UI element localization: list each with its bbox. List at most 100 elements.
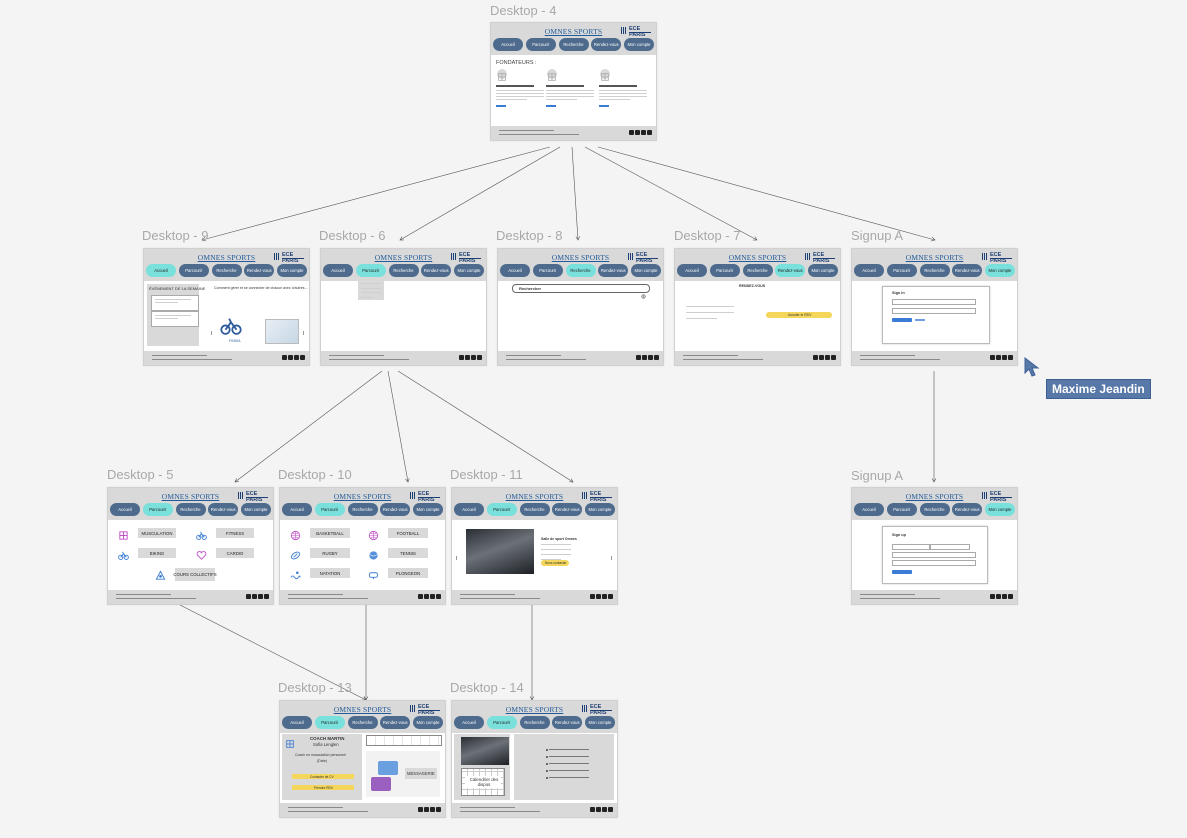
facebook-icon[interactable] bbox=[590, 594, 595, 599]
twitter-icon[interactable] bbox=[602, 807, 607, 812]
twitter-icon[interactable] bbox=[641, 130, 646, 135]
frame-title[interactable]: Desktop - 9 bbox=[142, 228, 209, 243]
facebook-icon[interactable] bbox=[459, 355, 464, 360]
site-brand[interactable]: OMNES SPORTS bbox=[505, 705, 564, 714]
frame-title[interactable]: Desktop - 4 bbox=[490, 3, 557, 18]
nav-button[interactable]: Rendez-vous bbox=[775, 264, 806, 277]
nav-button[interactable]: Recherche bbox=[919, 503, 950, 516]
sport-button[interactable]: PLONGEON bbox=[388, 568, 428, 578]
facebook-icon[interactable] bbox=[246, 594, 251, 599]
nav-button[interactable]: Accueil bbox=[146, 264, 176, 277]
instagram-icon[interactable] bbox=[996, 594, 1001, 599]
instagram-icon[interactable] bbox=[465, 355, 470, 360]
category-button[interactable]: FITNESS bbox=[216, 528, 254, 538]
twitter-icon[interactable] bbox=[430, 594, 435, 599]
firstname-field[interactable] bbox=[892, 544, 930, 550]
nav-button[interactable]: Recherche bbox=[742, 264, 773, 277]
facebook-icon[interactable] bbox=[282, 355, 287, 360]
site-brand[interactable]: OMNES SPORTS bbox=[728, 253, 787, 262]
nav-button[interactable]: Mon compte bbox=[585, 716, 615, 729]
category-button[interactable]: BIKING bbox=[138, 548, 176, 558]
youtube-icon[interactable] bbox=[831, 355, 836, 360]
instagram-icon[interactable] bbox=[424, 807, 429, 812]
twitter-icon[interactable] bbox=[825, 355, 830, 360]
youtube-icon[interactable] bbox=[1008, 355, 1013, 360]
nav-button[interactable]: Mon compte bbox=[585, 503, 615, 516]
nav-button[interactable]: Mon compte bbox=[808, 264, 838, 277]
instagram-icon[interactable] bbox=[596, 807, 601, 812]
twitter-icon[interactable] bbox=[1002, 594, 1007, 599]
twitter-icon[interactable] bbox=[258, 594, 263, 599]
nav-button[interactable]: Parcourir bbox=[532, 264, 563, 277]
twitter-icon[interactable] bbox=[1002, 355, 1007, 360]
site-brand[interactable]: OMNES SPORTS bbox=[333, 705, 392, 714]
site-brand[interactable]: OMNES SPORTS bbox=[505, 492, 564, 501]
category-button[interactable]: COURS COLLECTIFS bbox=[173, 568, 217, 581]
instagram-icon[interactable] bbox=[596, 594, 601, 599]
nav-button[interactable]: Parcourir bbox=[486, 716, 517, 729]
twitter-icon[interactable] bbox=[430, 807, 435, 812]
email-field[interactable] bbox=[892, 552, 976, 558]
nav-button[interactable]: Rendez-vous bbox=[598, 264, 629, 277]
nav-button[interactable]: Mon compte bbox=[413, 503, 443, 516]
sport-button[interactable]: FOOTBALL bbox=[388, 528, 428, 538]
founder-link[interactable] bbox=[496, 105, 506, 107]
youtube-icon[interactable] bbox=[264, 594, 269, 599]
instagram-icon[interactable] bbox=[819, 355, 824, 360]
site-brand[interactable]: OMNES SPORTS bbox=[333, 492, 392, 501]
youtube-icon[interactable] bbox=[436, 594, 441, 599]
site-brand[interactable]: OMNES SPORTS bbox=[161, 492, 220, 501]
nav-button[interactable]: Rendez-vous bbox=[591, 38, 622, 51]
site-brand[interactable]: OMNES SPORTS bbox=[197, 253, 256, 262]
youtube-icon[interactable] bbox=[436, 807, 441, 812]
youtube-icon[interactable] bbox=[1008, 594, 1013, 599]
nav-button[interactable]: Mon compte bbox=[454, 264, 484, 277]
prev-arrow[interactable] bbox=[456, 556, 460, 560]
nav-button[interactable]: Mon compte bbox=[624, 38, 654, 51]
youtube-icon[interactable] bbox=[654, 355, 659, 360]
nav-button[interactable]: Mon compte bbox=[985, 503, 1015, 516]
nav-button[interactable]: Recherche bbox=[347, 716, 378, 729]
site-brand[interactable]: OMNES SPORTS bbox=[544, 27, 603, 36]
nav-button[interactable]: Rendez-vous bbox=[952, 264, 983, 277]
frame-title[interactable]: Desktop - 6 bbox=[319, 228, 386, 243]
nav-button[interactable]: Accueil bbox=[677, 264, 707, 277]
site-brand[interactable]: OMNES SPORTS bbox=[551, 253, 610, 262]
youtube-icon[interactable] bbox=[477, 355, 482, 360]
frame-title[interactable]: Signup A bbox=[851, 228, 904, 243]
nav-button[interactable]: Rendez-vous bbox=[380, 716, 411, 729]
founder-link[interactable] bbox=[546, 105, 556, 107]
nav-button[interactable]: Accueil bbox=[493, 38, 523, 51]
youtube-icon[interactable] bbox=[300, 355, 305, 360]
frame-title[interactable]: Desktop - 7 bbox=[674, 228, 741, 243]
username-field[interactable] bbox=[892, 299, 976, 305]
signup-button[interactable] bbox=[892, 570, 912, 574]
nav-button[interactable]: Recherche bbox=[388, 264, 419, 277]
nav-button[interactable]: Accueil bbox=[454, 716, 484, 729]
contact-button[interactable]: Nous contacter bbox=[541, 560, 569, 566]
nav-button[interactable]: Parcourir bbox=[886, 503, 917, 516]
password-field[interactable] bbox=[892, 308, 976, 314]
youtube-icon[interactable] bbox=[608, 807, 613, 812]
nav-button[interactable]: Rendez-vous bbox=[208, 503, 239, 516]
founder-link[interactable] bbox=[599, 105, 609, 107]
nav-button[interactable]: Mon compte bbox=[985, 264, 1015, 277]
frame-title[interactable]: Desktop - 11 bbox=[450, 467, 523, 482]
nav-button[interactable]: Parcourir bbox=[486, 503, 517, 516]
sport-button[interactable]: BASKETBALL bbox=[310, 528, 350, 538]
nav-button[interactable]: Accueil bbox=[323, 264, 353, 277]
instagram-icon[interactable] bbox=[642, 355, 647, 360]
twitter-icon[interactable] bbox=[294, 355, 299, 360]
instagram-icon[interactable] bbox=[635, 130, 640, 135]
youtube-icon[interactable] bbox=[608, 594, 613, 599]
frame-title[interactable]: Desktop - 14 bbox=[450, 680, 524, 695]
frame-title[interactable]: Desktop - 5 bbox=[107, 467, 174, 482]
nav-button[interactable]: Accueil bbox=[454, 503, 484, 516]
nav-button[interactable]: Accueil bbox=[282, 716, 312, 729]
site-brand[interactable]: OMNES SPORTS bbox=[905, 253, 964, 262]
